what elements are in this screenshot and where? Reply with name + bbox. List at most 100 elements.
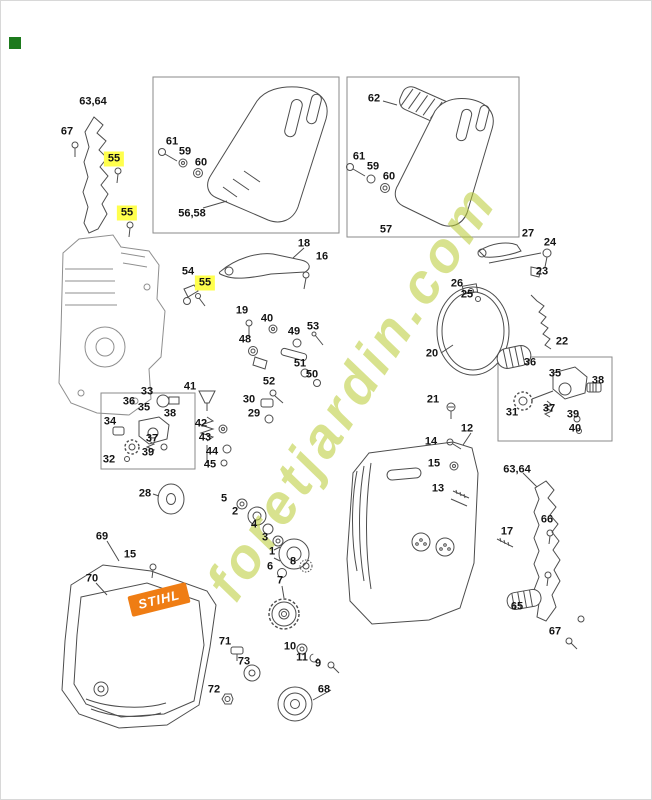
drum-68-icon: [277, 686, 313, 722]
part-label-63-64: 63,64: [503, 463, 531, 476]
bushing-65-icon: [506, 588, 542, 611]
part-label-7: 7: [276, 574, 284, 587]
part-label-12: 12: [460, 422, 474, 435]
part-label-44: 44: [205, 445, 219, 458]
part-label-72: 72: [207, 683, 221, 696]
clutch-2-icon: [247, 506, 267, 526]
part-label-55: 55: [103, 151, 125, 167]
stud-17-icon: [496, 537, 514, 548]
part-label-38: 38: [163, 407, 177, 420]
part-label-45: 45: [203, 458, 217, 471]
screw-52-icon: [269, 389, 277, 397]
part-label-40: 40: [260, 312, 274, 325]
gear-31-icon: [513, 391, 533, 411]
part-label-24: 24: [543, 236, 557, 249]
part-label-52: 52: [262, 375, 276, 388]
gear-icon: [124, 439, 140, 455]
part-label-40: 40: [568, 422, 582, 435]
part-label-61: 61: [352, 150, 366, 163]
screw-61-icon: [158, 148, 166, 156]
part-label-69: 69: [95, 530, 109, 543]
part-label-55: 55: [194, 275, 216, 291]
part-label-49: 49: [287, 325, 301, 338]
part-label-1: 1: [268, 545, 276, 558]
part-label-29: 29: [247, 407, 261, 420]
part-label-43: 43: [198, 431, 212, 444]
sprocket-7-icon: [268, 598, 300, 630]
screw-25-icon: [475, 296, 481, 302]
nut-72-icon: [221, 693, 234, 705]
part-label-20: 20: [425, 347, 439, 360]
handguard-assembly-1: [158, 86, 328, 223]
washer-59-icon: [178, 158, 188, 168]
center-fasteners: [245, 319, 324, 404]
part-label-60: 60: [382, 170, 396, 183]
inset-box-1: [152, 76, 340, 234]
part-label-10: 10: [283, 640, 297, 653]
part-label-59: 59: [178, 145, 192, 158]
spring-22-icon: [530, 294, 552, 350]
washer-73-icon: [243, 664, 261, 682]
funnel-41-icon: [198, 390, 216, 404]
part-label-38: 38: [591, 374, 605, 387]
washer-4-icon: [262, 523, 274, 535]
washer-49-icon: [292, 338, 302, 348]
clip-11-icon: [309, 653, 319, 663]
bushing-icon: [496, 345, 532, 369]
disc-28-icon: [157, 483, 185, 515]
part-label-54: 54: [181, 265, 195, 278]
washer-50-icon: [313, 379, 321, 387]
part-label-41: 41: [183, 380, 197, 393]
screw-61-icon: [346, 163, 354, 171]
handguard-assembly-2: [346, 86, 494, 227]
part-label-61: 61: [165, 135, 179, 148]
washer-6-icon: [277, 568, 287, 578]
part-label-57: 57: [379, 223, 393, 236]
part-label-9: 9: [314, 657, 322, 670]
part-label-67: 67: [548, 625, 562, 638]
inset-box-oil-pump-right: [497, 356, 613, 442]
screw-26-icon: [468, 288, 474, 294]
part-label-22: 22: [555, 335, 569, 348]
part-label-42: 42: [194, 417, 208, 430]
washer-44-icon: [222, 444, 232, 454]
part-label-15: 15: [427, 457, 441, 470]
part-label-59: 59: [366, 160, 380, 173]
part-label-48: 48: [238, 333, 252, 346]
worm-38-icon: [586, 382, 602, 393]
screw-39-icon: [573, 415, 581, 423]
part-label-39: 39: [141, 446, 155, 459]
part-label-36: 36: [122, 395, 136, 408]
part-label-4: 4: [250, 518, 258, 531]
brake-band-assembly: [436, 242, 552, 419]
handguard-right: [496, 472, 585, 650]
spring-icon: [145, 440, 156, 454]
part-label-36: 36: [523, 356, 537, 369]
inset-box-oil-pump-left: [100, 392, 196, 470]
part-label-2: 2: [231, 505, 239, 518]
part-label-30: 30: [242, 393, 256, 406]
screw-icon: [195, 293, 201, 299]
part-label-31: 31: [505, 406, 519, 419]
washer-45-icon: [220, 459, 228, 467]
part-label-39: 39: [566, 408, 580, 421]
screw-67-icon: [565, 637, 573, 645]
inset-box-2: [346, 76, 520, 238]
part-label-3: 3: [261, 531, 269, 544]
part-label-11: 11: [296, 651, 308, 664]
part-label-14: 14: [424, 435, 438, 448]
part-label-16: 16: [315, 250, 329, 263]
washer-10-icon: [296, 643, 308, 655]
part-label-65: 65: [510, 600, 524, 613]
part-label-62: 62: [367, 92, 381, 105]
part-label-70: 70: [85, 572, 99, 585]
part-label-13: 13: [431, 482, 445, 495]
part-label-18: 18: [297, 237, 311, 250]
part-label-60: 60: [194, 156, 208, 169]
washer-59-icon: [366, 174, 376, 184]
part-label-37: 37: [145, 432, 159, 445]
washer-15-icon: [449, 461, 459, 471]
clutch-assembly: [152, 483, 313, 578]
bearing-8-icon: [299, 559, 313, 573]
